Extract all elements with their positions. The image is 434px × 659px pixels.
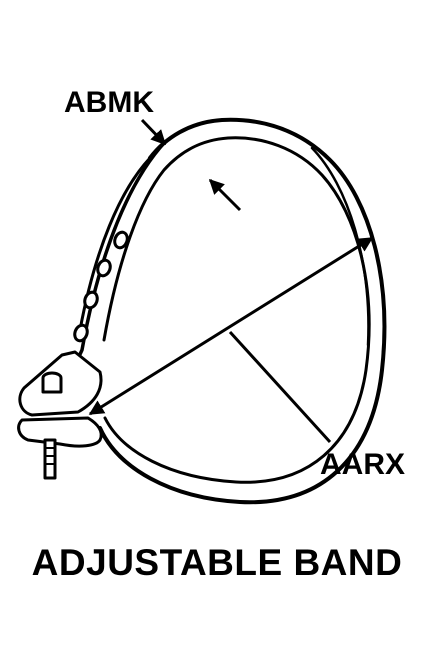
diameter-arrow <box>88 236 374 416</box>
band-width-leader <box>140 118 167 146</box>
diameter-label: AARX <box>320 448 405 481</box>
adjustment-hole <box>83 290 99 310</box>
band <box>73 117 387 505</box>
band-width-arrow <box>208 178 242 212</box>
band-inner-edge <box>102 136 371 484</box>
band-width-callout <box>140 118 242 212</box>
adjustment-hole <box>73 323 89 343</box>
diameter-callout <box>88 236 374 444</box>
bolt-neck <box>41 378 63 394</box>
lower-tab <box>17 416 103 448</box>
bolt-shank <box>43 438 57 480</box>
diagram-caption: ADJUSTABLE BAND <box>31 542 403 583</box>
buckle-clamp <box>17 350 103 480</box>
band-outer-edge <box>98 117 387 505</box>
diameter-leader <box>228 330 332 444</box>
band-width-label: ABMK <box>64 86 154 119</box>
